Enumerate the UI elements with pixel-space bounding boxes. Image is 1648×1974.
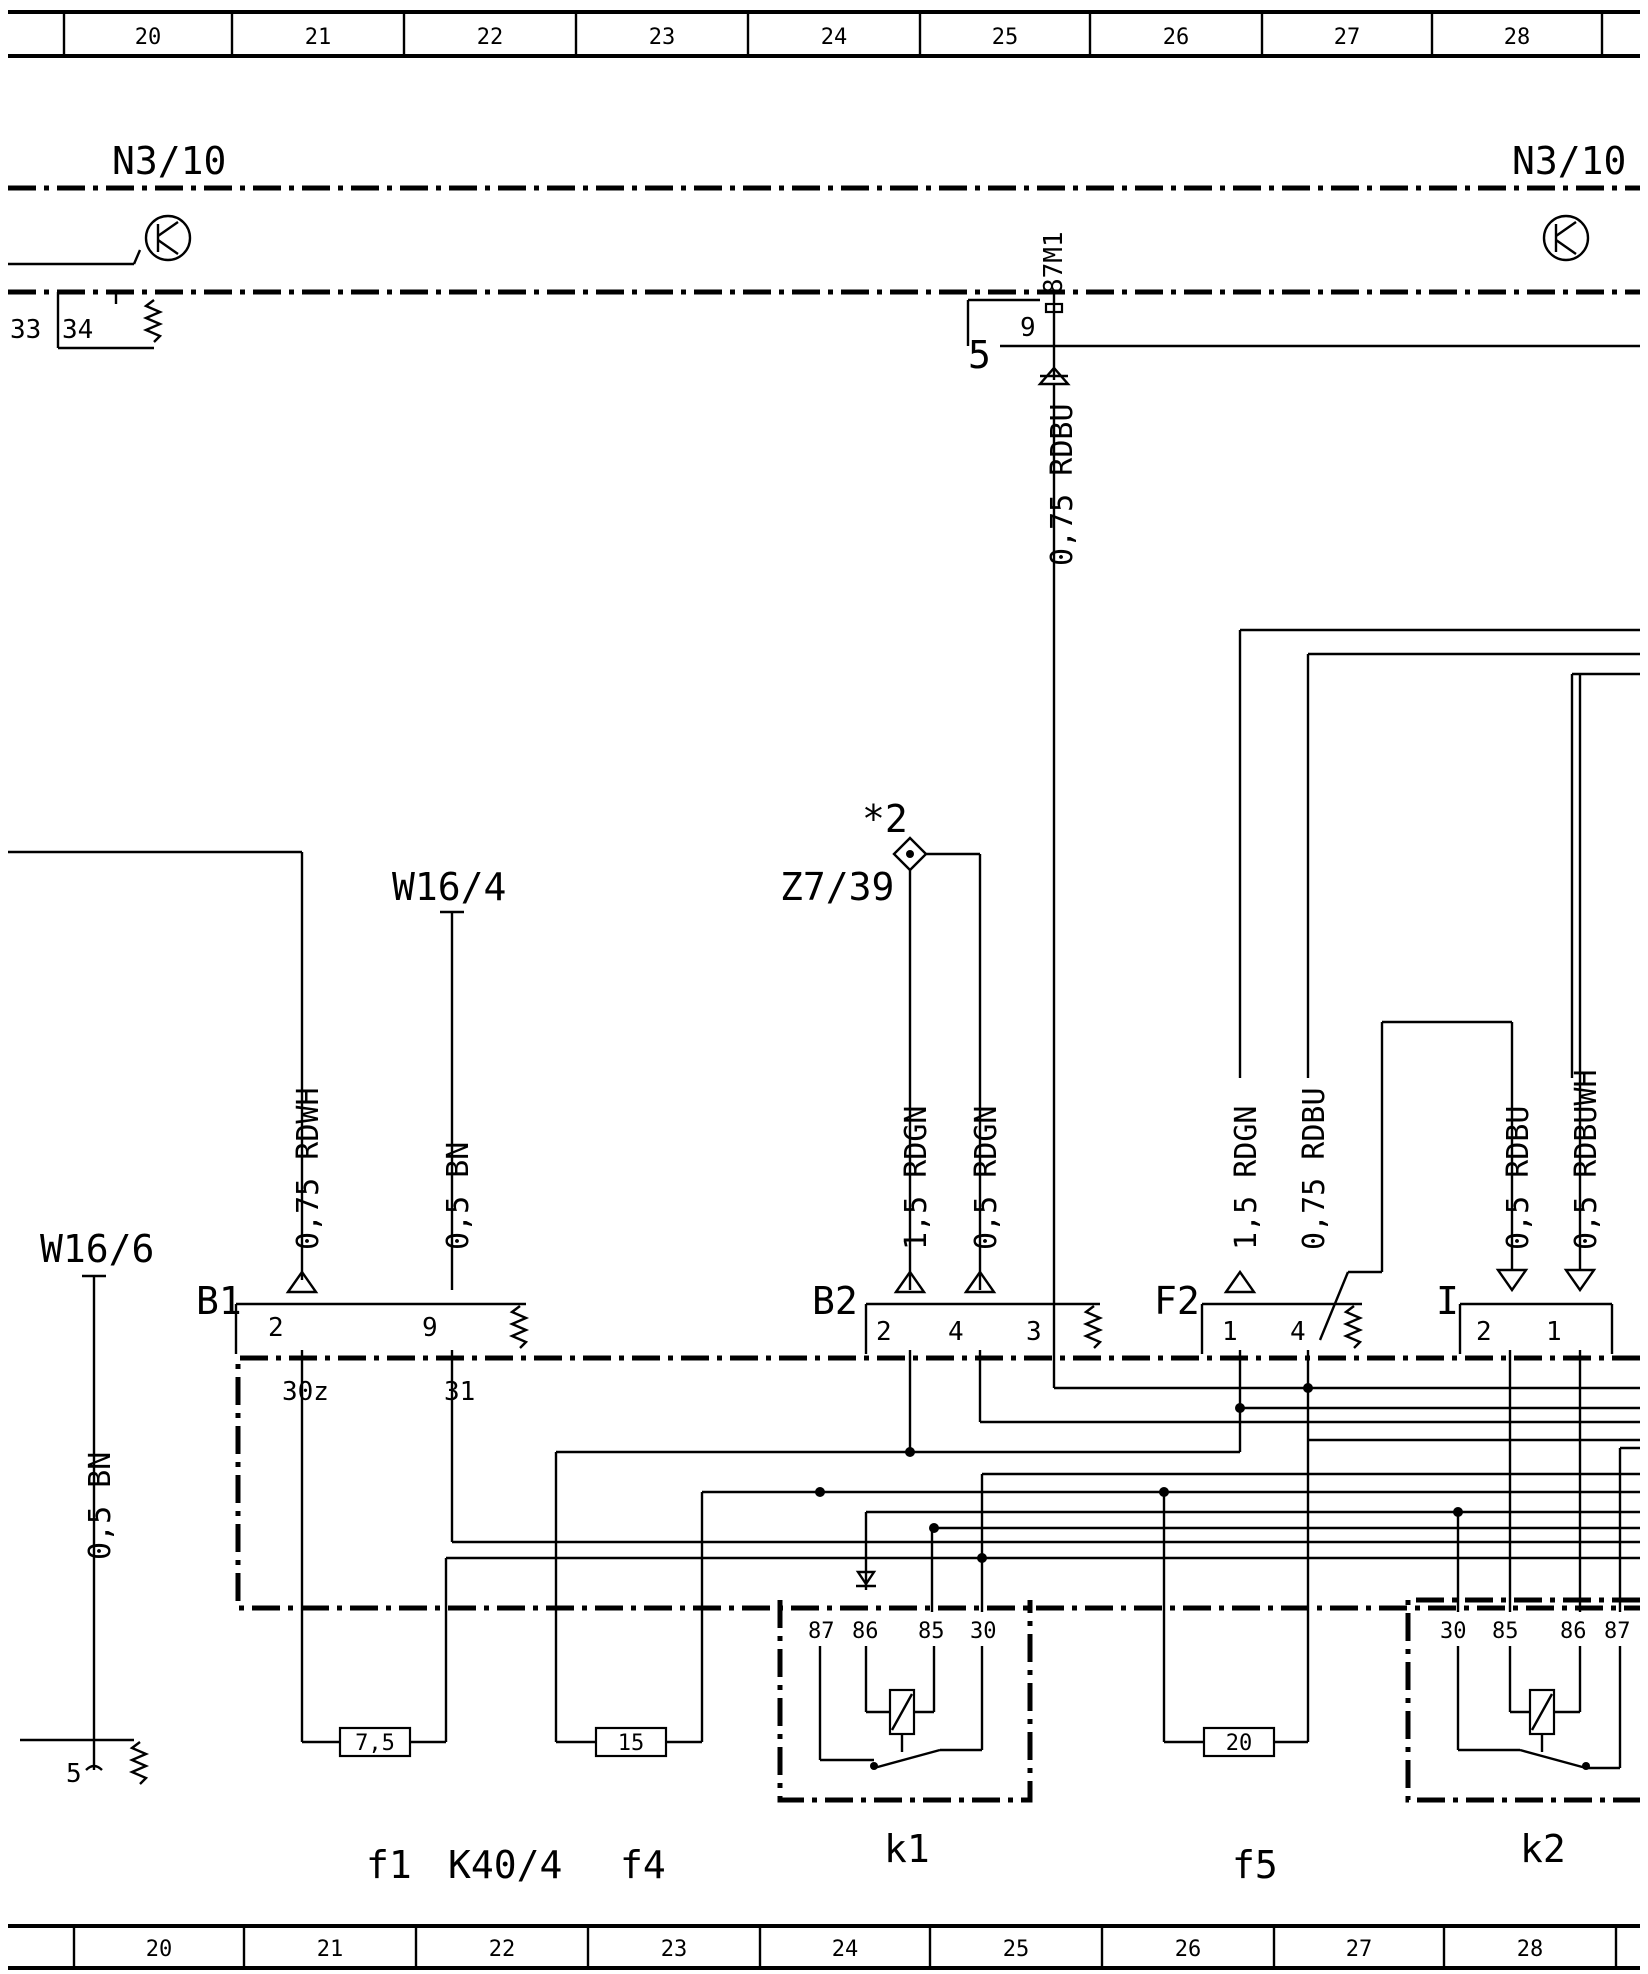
wire-label: 0,5 BN	[83, 1452, 118, 1560]
fuse-f5-value: 20	[1226, 1731, 1253, 1756]
bottom-ruler-label: 27	[1346, 1937, 1373, 1962]
pin-5: 5	[968, 333, 991, 377]
k40-4-label: K40/4	[448, 1843, 562, 1887]
pin-9: 9	[1020, 313, 1036, 343]
fuses: 7,5 15 20	[300, 1612, 1310, 1758]
transistor-icon	[144, 214, 192, 262]
connector-b1-label: B1	[196, 1279, 242, 1323]
relay-k1-label: k1	[884, 1827, 930, 1871]
pin-33: 33	[10, 315, 41, 345]
k1-pin-87: 87	[808, 1619, 835, 1644]
fuse-f1-label: f1	[366, 1843, 412, 1887]
top-ruler-label: 23	[649, 25, 676, 50]
star-2-label: *2	[862, 797, 908, 841]
connector-i-label: I	[1436, 1279, 1459, 1323]
n3-10-module: N3/10 N3/10 33 34	[8, 139, 1640, 350]
f2-wires: 1,5 RDGN 0,75 RDBU	[1223, 1087, 1332, 1294]
top-ruler-label: 27	[1334, 25, 1361, 50]
bottom-ruler-label: 28	[1517, 1937, 1544, 1962]
relay-k1: 87 86 85 30 k1	[777, 1600, 1033, 1871]
wire-label: 0,5 RDGN	[969, 1106, 1004, 1251]
wire-label: 0,75 RDBU	[1045, 403, 1080, 566]
bottom-ruler-label: 20	[146, 1937, 173, 1962]
w16-4-label: W16/4	[392, 865, 506, 909]
top-ruler-label: 25	[992, 25, 1019, 50]
w16-6-label: W16/6	[40, 1227, 154, 1271]
relay-k2-label: k2	[1520, 1827, 1566, 1871]
tap-87m1: 87M1 9 5 0,75 RDBU	[966, 231, 1640, 1340]
bottom-ruler: 20 21 22 23 24 25 26 27 28	[8, 1924, 1640, 1970]
n3-10-label-left: N3/10	[112, 139, 226, 183]
wire-label: 0,5 BN	[441, 1142, 476, 1250]
b1-pin-2: 2	[268, 1313, 284, 1343]
bottom-ruler-label: 26	[1175, 1937, 1202, 1962]
wire-bundle-top-right	[1238, 628, 1640, 1078]
b2-pin-2: 2	[876, 1317, 892, 1347]
bottom-ruler-label: 21	[317, 1937, 344, 1962]
top-ruler-label: 26	[1163, 25, 1190, 50]
k1-pin-86: 86	[852, 1619, 879, 1644]
i-pin-2: 2	[1476, 1317, 1492, 1347]
connector-housings: B1 2 9 B2 2 4 3 F2 1 4 I 2 1	[196, 1279, 1614, 1354]
w16-6-pin-5: 5	[66, 1759, 82, 1789]
top-ruler-label: 24	[821, 25, 848, 50]
terminal-31: 31	[444, 1377, 475, 1407]
i-connector-wires: 0,5 RDBU 0,5 RDBUWH	[1318, 674, 1604, 1341]
k40-4-module: 30z 31	[235, 1355, 1640, 1611]
top-ruler-label: 20	[135, 25, 162, 50]
fuse-f4-label: f4	[620, 1843, 666, 1887]
wire-label: 0,5 RDBUWH	[1569, 1069, 1604, 1250]
terminal-30z: 30z	[282, 1377, 329, 1407]
b2-pin-3: 3	[1026, 1317, 1042, 1347]
k2-pin-85: 85	[1492, 1619, 1519, 1644]
top-ruler: 20 21 22 23 24 25 26 27 28	[8, 10, 1640, 58]
top-ruler-label: 22	[477, 25, 504, 50]
w16-6-ground: W16/6 0,5 BN 5	[20, 1227, 154, 1789]
w16-4-ground: W16/4 0,5 BN	[392, 865, 506, 1290]
z7-39-splice: *2 Z7/39 1,5 RDGN 0,5 RDGN	[780, 797, 1004, 1294]
f2-pin-4: 4	[1290, 1317, 1306, 1347]
k1-pin-30: 30	[970, 1619, 997, 1644]
z7-39-label: Z7/39	[780, 865, 894, 909]
internal-bus	[300, 1340, 1640, 1612]
bottom-ruler-label: 23	[661, 1937, 688, 1962]
wire-label: 0,5 RDBU	[1501, 1106, 1536, 1251]
b2-pin-4: 4	[948, 1317, 964, 1347]
wire-label: 1,5 RDGN	[1229, 1106, 1264, 1251]
fuse-f1-value: 7,5	[355, 1731, 395, 1756]
transistor-icon	[1542, 214, 1590, 262]
fuse-f4-value: 15	[618, 1731, 645, 1756]
component-labels: f1 K40/4 f4 f5	[366, 1843, 1278, 1887]
i-pin-1: 1	[1546, 1317, 1562, 1347]
wire-b1-30z: 0,75 RDWH	[8, 850, 326, 1294]
wire-label: 1,5 RDGN	[899, 1106, 934, 1251]
n3-10-label-right: N3/10	[1512, 139, 1626, 183]
wire-label: 0,75 RDBU	[1297, 1087, 1332, 1250]
k1-pin-85: 85	[918, 1619, 945, 1644]
bottom-ruler-label: 25	[1003, 1937, 1030, 1962]
connector-f2-label: F2	[1154, 1279, 1200, 1323]
resistor-icon	[142, 299, 164, 343]
pin-34: 34	[62, 315, 93, 345]
top-ruler-label: 28	[1504, 25, 1531, 50]
pin-87m1: 87M1	[1039, 231, 1069, 294]
top-ruler-label: 21	[305, 25, 332, 50]
k2-pin-87: 87	[1604, 1619, 1631, 1644]
k2-pin-30: 30	[1440, 1619, 1467, 1644]
bottom-ruler-label: 24	[832, 1937, 859, 1962]
wire-label: 0,75 RDWH	[291, 1087, 326, 1250]
f2-pin-1: 1	[1222, 1317, 1238, 1347]
relay-k2: 30 85 86 87 k2	[1405, 1597, 1640, 1871]
connector-b2-label: B2	[812, 1279, 858, 1323]
k2-pin-86: 86	[1560, 1619, 1587, 1644]
b1-pin-9: 9	[422, 1313, 438, 1343]
fuse-f5-label: f5	[1232, 1843, 1278, 1887]
bottom-ruler-label: 22	[489, 1937, 516, 1962]
